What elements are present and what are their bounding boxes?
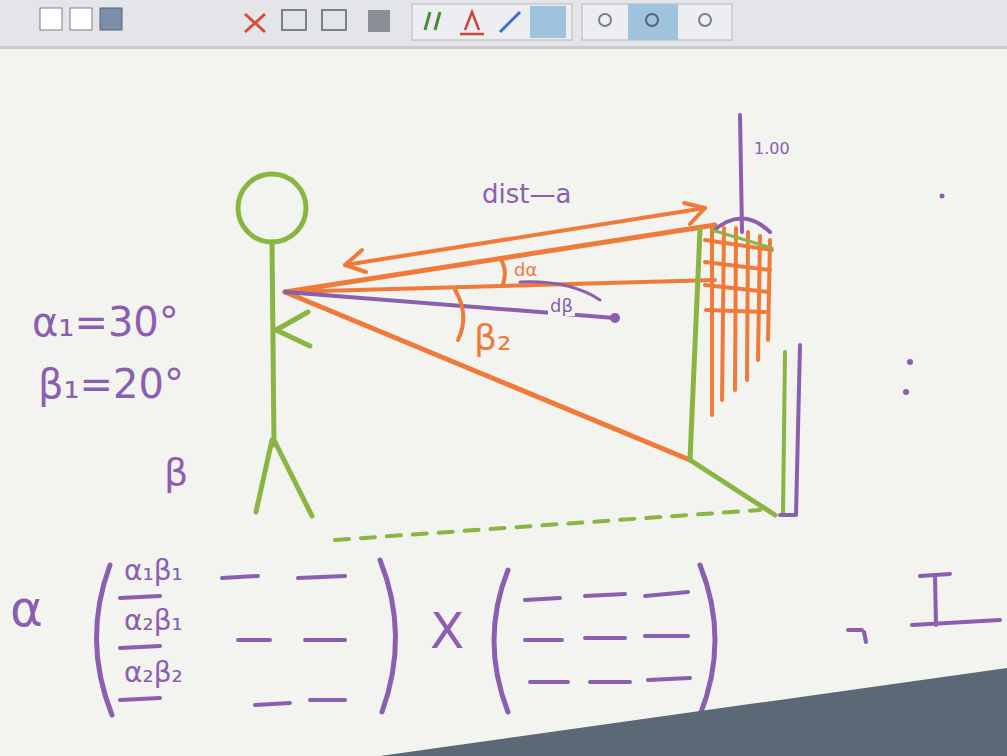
handwritten-label: dα <box>512 260 539 280</box>
handwritten-label: 1.00 <box>752 140 792 158</box>
handwritten-label: α₂β₂ <box>122 658 185 689</box>
handwritten-label: X <box>428 604 466 659</box>
toolbar <box>0 0 1007 49</box>
handwritten-label: α₁β₁ <box>122 556 185 587</box>
handwritten-label: β <box>162 452 190 494</box>
handwritten-label: dist—a <box>480 180 573 209</box>
handwritten-label: β₂ <box>472 318 513 358</box>
handwritten-label: α <box>8 582 45 637</box>
handwritten-label: dβ <box>548 296 575 316</box>
handwritten-label: α₂β₁ <box>122 606 185 637</box>
handwritten-label: α₁=30° <box>30 300 181 344</box>
taskbar <box>380 668 1007 756</box>
handwritten-label: β₁=20° <box>36 362 186 406</box>
drawing <box>96 115 1000 715</box>
